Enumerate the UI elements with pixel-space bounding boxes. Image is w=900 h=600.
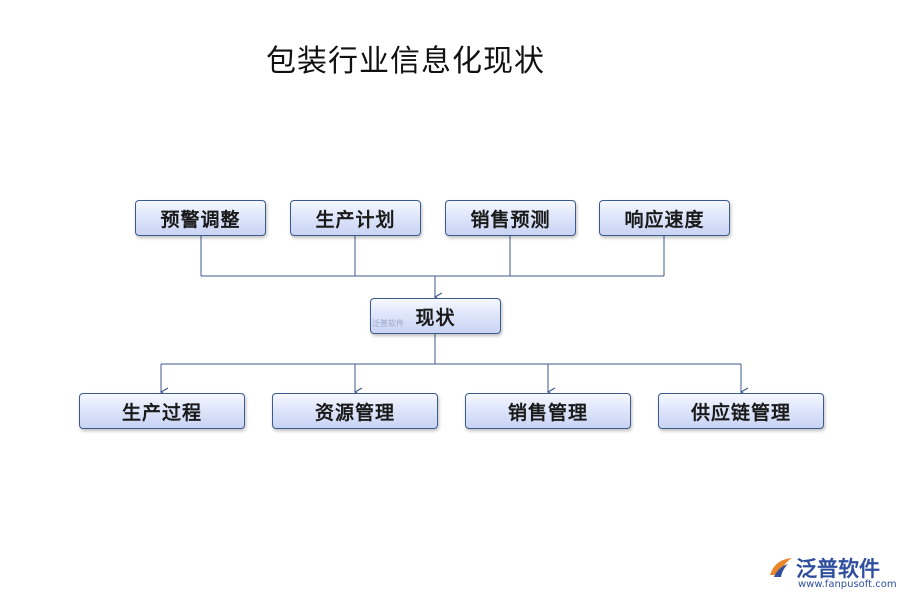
- node-status: 现状: [370, 298, 501, 334]
- brand-logo-icon: [770, 558, 792, 577]
- node-early-warning: 预警调整: [135, 200, 266, 236]
- node-production-process: 生产过程: [79, 393, 245, 429]
- brand-logo-name: 泛普软件: [796, 557, 880, 581]
- brand-logo-url: www.fanpusoft.com: [798, 579, 897, 590]
- node-status-label: 现状: [415, 306, 456, 329]
- diagram-title: 包装行业信息化现状: [266, 44, 545, 79]
- node-resource-management: 资源管理: [272, 393, 438, 429]
- node-sales-management: 销售管理: [465, 393, 631, 429]
- center-watermark: 泛普软件: [372, 319, 404, 328]
- node-response-speed: 响应速度: [599, 200, 730, 236]
- node-supply-chain-management: 供应链管理: [658, 393, 824, 429]
- node-production-plan: 生产计划: [290, 200, 421, 236]
- node-sales-forecast: 销售预测: [445, 200, 576, 236]
